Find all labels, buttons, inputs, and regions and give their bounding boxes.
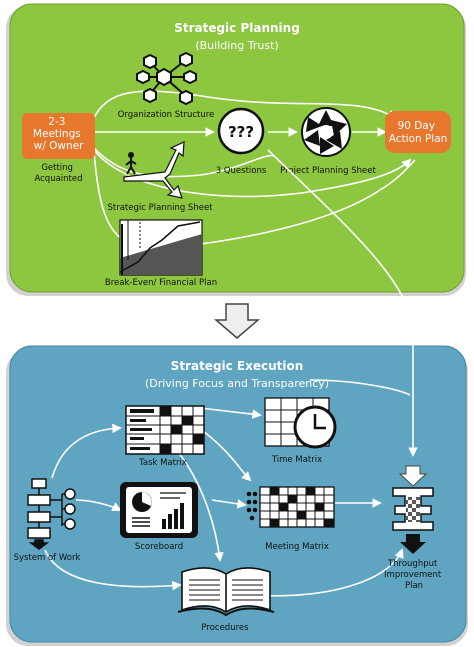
meeting-matrix-label: Meeting Matrix <box>265 542 329 552</box>
meeting-matrix-icon <box>246 486 335 528</box>
scoreboard-label: Scoreboard <box>135 542 183 552</box>
questions-symbol: ??? <box>228 123 254 141</box>
meetings-label: 2-3 Meetings w/ Owner <box>33 116 84 152</box>
execution-title: Strategic Execution <box>171 359 304 373</box>
execution-subtitle: (Driving Focus and Transparency) <box>145 377 329 390</box>
strategic-sheet-label: Strategic Planning Sheet <box>107 203 213 213</box>
planning-subtitle: (Building Trust) <box>195 39 278 52</box>
task-matrix-icon <box>125 405 205 455</box>
action-plan-label: 90 Day Action Plan <box>389 120 448 145</box>
org-structure-label: Organization Structure <box>118 110 215 120</box>
throughput-label: Throughput Improvement Plan <box>384 559 444 591</box>
project-planning-icon <box>301 107 351 157</box>
down-arrow-icon <box>213 303 261 339</box>
throughput-icon <box>392 465 434 554</box>
project-planning-label: Project Planning Sheet <box>280 166 376 176</box>
three-questions-label: 3 Questions <box>216 166 267 176</box>
break-even-label: Break-Even/ Financial Plan <box>105 278 217 288</box>
questions-icon <box>217 107 265 155</box>
time-matrix-icon <box>264 397 337 449</box>
system-of-work-label: System of Work <box>14 553 81 563</box>
scoreboard-icon <box>120 482 198 538</box>
strategic-execution-panel: Strategic Execution (Driving Focus and T… <box>6 149 468 646</box>
meetings-box <box>22 113 95 159</box>
strategic-planning-icon <box>123 141 185 199</box>
strategic-planning-panel: Strategic Planning (Building Trust) 2-3 … <box>6 3 466 296</box>
planning-title: Strategic Planning <box>174 21 300 35</box>
getting-acquainted-label: Getting Acquainted <box>34 163 82 184</box>
break-even-chart-icon <box>119 219 203 276</box>
procedures-label: Procedures <box>201 623 249 633</box>
procedures-book-icon <box>177 567 275 617</box>
organization-structure-icon <box>136 51 197 106</box>
action-plan-box <box>385 111 451 153</box>
system-of-work-icon <box>27 478 76 550</box>
task-matrix-label: Task Matrix <box>138 458 187 468</box>
time-matrix-label: Time Matrix <box>271 455 322 465</box>
